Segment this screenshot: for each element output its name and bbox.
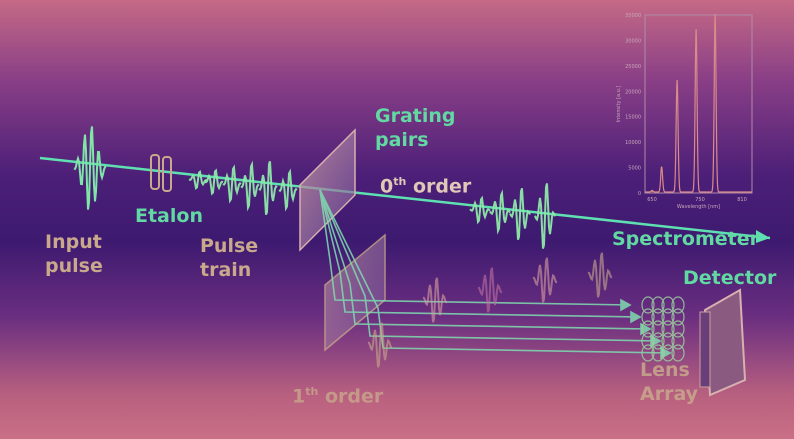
pulse-train-wave	[278, 168, 298, 212]
lens	[641, 332, 655, 350]
first-order-wave	[422, 277, 448, 323]
first-order-wave	[477, 267, 503, 313]
first-order-wave	[587, 252, 613, 298]
diffracted-beam	[319, 189, 641, 318]
x-axis-label: Wavelength [nm]	[677, 204, 720, 210]
lens	[661, 296, 675, 314]
zeroth-order-wave	[509, 187, 531, 241]
spectrum-peak	[695, 29, 697, 32]
y-tick-label: 10000	[625, 140, 641, 146]
lens-array-icon	[641, 296, 685, 362]
diffracted-beam	[319, 189, 631, 306]
pulse-train-wave	[258, 160, 278, 216]
chart-frame	[644, 14, 753, 194]
zeroth-order-wave	[489, 189, 511, 235]
arrowhead	[620, 298, 632, 312]
arrowhead	[640, 322, 652, 336]
x-tick-label: 810	[737, 197, 747, 203]
y-tick-label: 5000	[628, 166, 641, 172]
spectrum-peak	[660, 166, 663, 169]
lens	[671, 320, 685, 338]
lens	[651, 308, 665, 326]
grating-icon	[299, 128, 386, 352]
first-order-label: 1th order	[292, 385, 384, 408]
pulse-train-wave	[240, 160, 260, 212]
y-tick-label: 20000	[625, 89, 641, 95]
main-beam	[39, 156, 771, 243]
lens	[671, 332, 685, 350]
zeroth-order-wave	[534, 183, 556, 249]
x-tick-label: 650	[647, 197, 657, 203]
lens	[641, 308, 655, 326]
lens	[641, 344, 655, 362]
lens	[641, 296, 655, 314]
spectrum-peak	[714, 14, 716, 16]
input-pulse-wave	[73, 126, 107, 210]
zeroth-order-wave	[469, 195, 491, 225]
spectrum-line	[645, 13, 752, 193]
first-order-wave	[367, 322, 393, 368]
lens	[671, 344, 685, 362]
lens	[661, 332, 675, 350]
pulse-train-wave	[188, 169, 208, 191]
lens	[651, 320, 665, 338]
lens	[671, 308, 685, 326]
lens	[661, 344, 675, 362]
spectrum-peak	[676, 80, 678, 82]
y-tick-label: 25000	[625, 64, 641, 70]
pulse-train-wave	[222, 164, 242, 204]
lens	[651, 332, 665, 350]
diffracted-beam	[319, 189, 661, 342]
detector-label: Detector	[683, 267, 777, 289]
spectrometer-label: Spectrometer	[612, 228, 759, 250]
first-order-wave	[532, 257, 558, 303]
detector-icon	[699, 288, 747, 397]
y-tick-label: 15000	[625, 115, 641, 121]
etalon-label: Etalon	[135, 205, 203, 227]
spectrum-chart: 0 5000 10000 15000 20000 25000 30000 35000 650 75…	[616, 13, 753, 210]
pulse-wavepackets	[73, 126, 613, 368]
spectrum-peak	[651, 190, 653, 193]
y-tick-label: 30000	[625, 38, 641, 44]
lens	[651, 344, 665, 362]
pulse-train-wave	[204, 168, 224, 196]
y-tick-label: 0	[638, 191, 641, 197]
x-tick-label: 750	[695, 197, 705, 203]
lens	[641, 320, 655, 338]
lens	[651, 296, 665, 314]
y-tick-label: 35000	[625, 13, 641, 19]
etalon-icon	[150, 154, 172, 192]
arrowhead	[630, 310, 642, 324]
y-axis-label: Intensity [a.u.]	[616, 86, 622, 123]
diffracted-beam	[319, 189, 651, 330]
lens	[661, 320, 675, 338]
lens	[661, 308, 675, 326]
lens	[671, 296, 685, 314]
zeroth-order-label: 0th order	[380, 175, 472, 198]
